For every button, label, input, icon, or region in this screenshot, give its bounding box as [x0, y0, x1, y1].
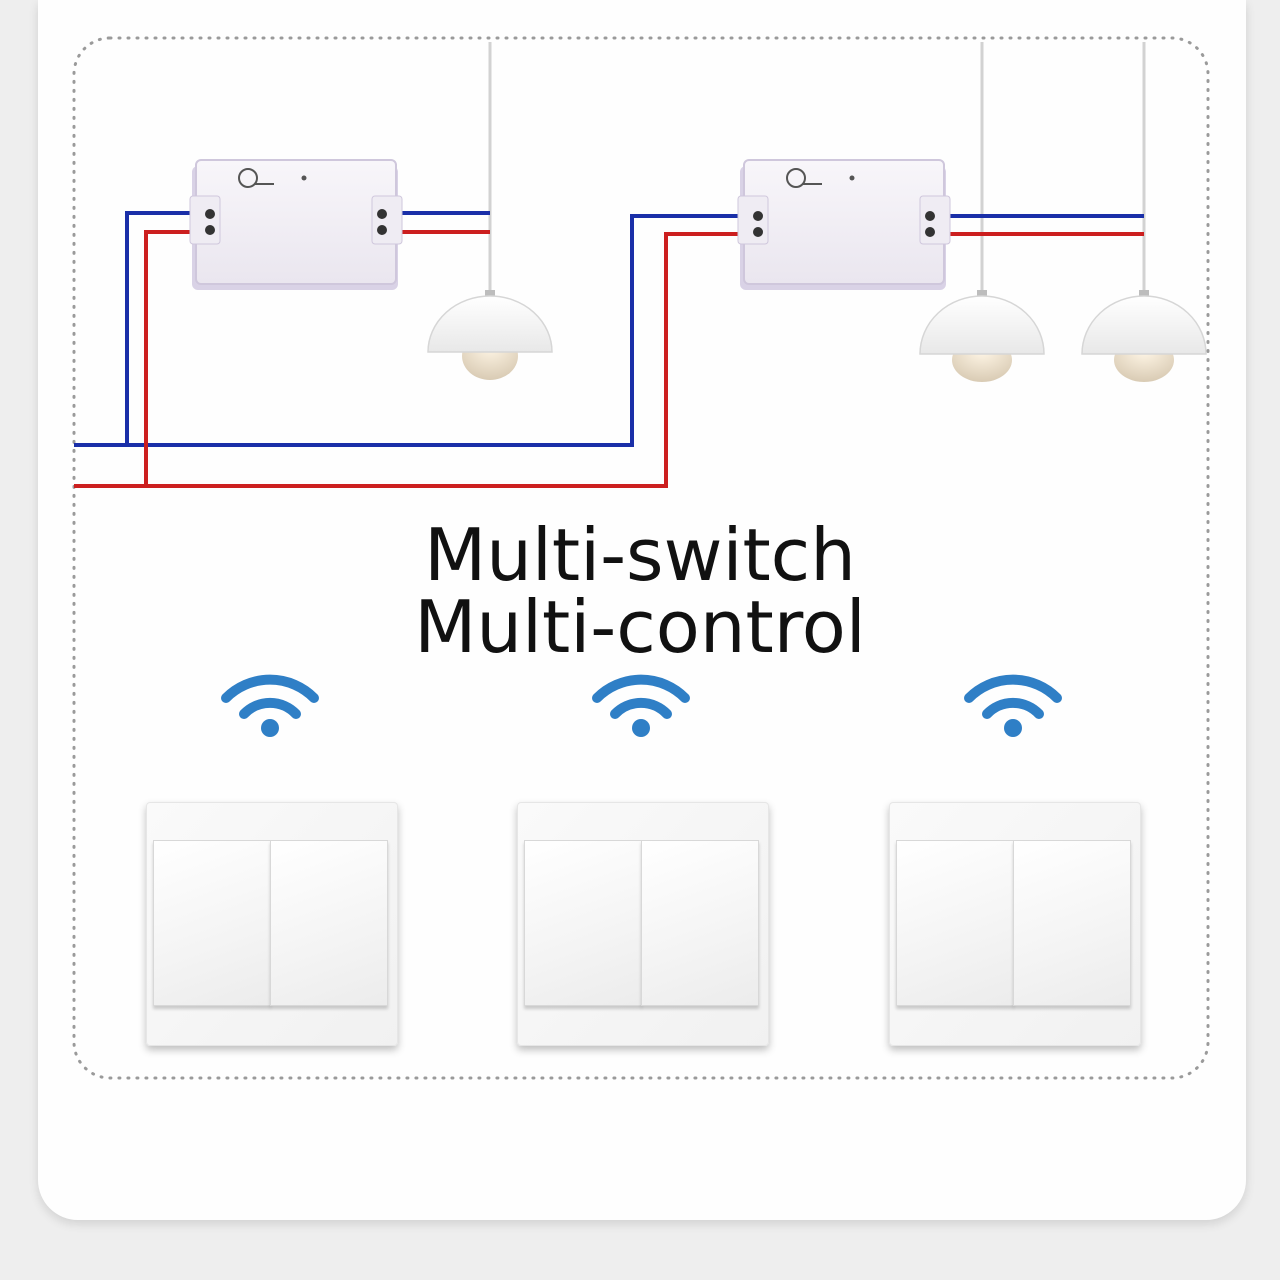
pendant-lamp [1081, 290, 1207, 382]
live-wires [74, 230, 1144, 488]
switch-rocker-left[interactable] [524, 840, 642, 1006]
switch-rocker-right[interactable] [641, 840, 759, 1006]
title-line-1: Multi-switch [424, 513, 856, 597]
switch-rocker-left[interactable] [896, 840, 1014, 1006]
switch-rocker-right[interactable] [1013, 840, 1131, 1006]
relay-module [737, 159, 951, 290]
wall-switch-1[interactable] [146, 802, 398, 1046]
wall-switch-3[interactable] [889, 802, 1141, 1046]
dotted-border [72, 36, 1210, 1080]
pendant-lamp [919, 290, 1045, 382]
neutral-wires [74, 211, 1144, 447]
wifi-icon [964, 674, 1062, 737]
switch-rocker-right[interactable] [270, 840, 388, 1006]
pendant-lamp [427, 290, 553, 380]
relay-module [189, 159, 403, 290]
wifi-icon [592, 674, 690, 737]
switch-rocker-left[interactable] [153, 840, 271, 1006]
wifi-icon [221, 674, 319, 737]
title-line-2: Multi-control [414, 585, 866, 669]
wall-switch-2[interactable] [517, 802, 769, 1046]
